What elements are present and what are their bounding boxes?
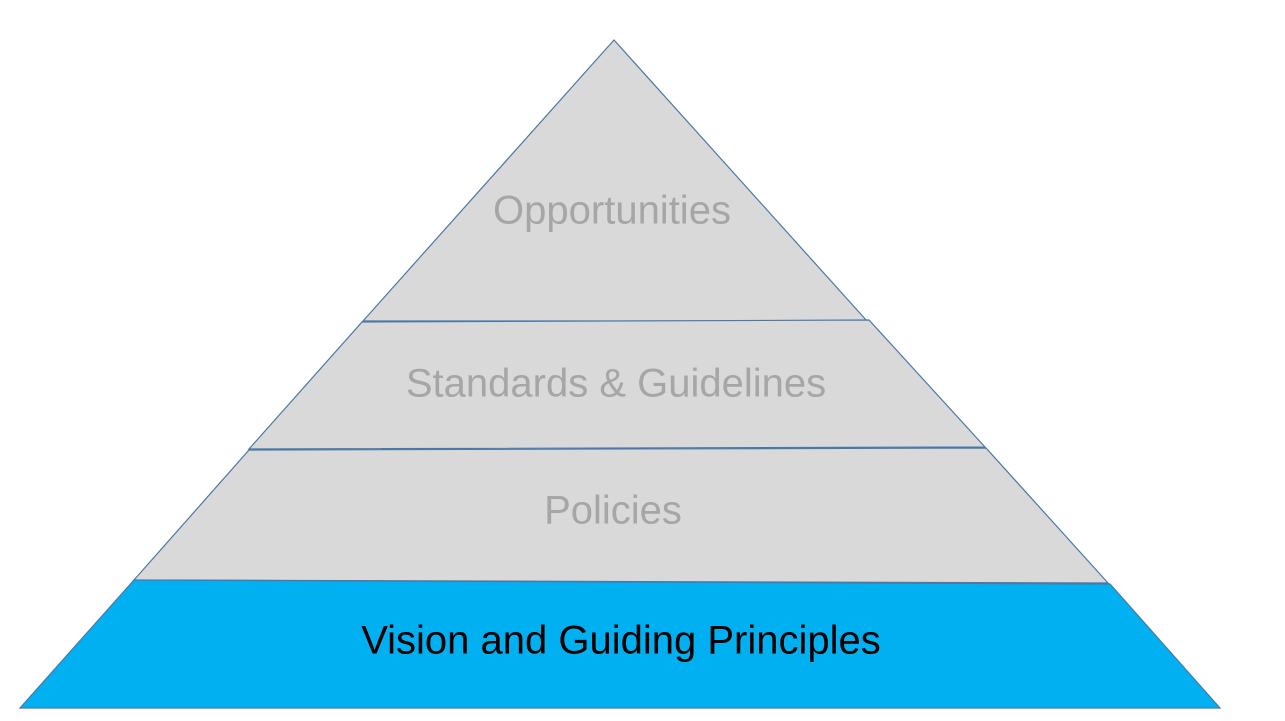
tier-standards-shape: [247, 319, 987, 450]
tier-standards-label: Standards & Guidelines: [406, 362, 826, 406]
tier-policies-label: Policies: [544, 489, 682, 533]
tier-policies-shape: [132, 447, 1110, 584]
tier-vision-shape: [18, 579, 1222, 709]
tier-opportunities-shape: [361, 39, 869, 322]
tier-opportunities-label: Opportunities: [493, 189, 731, 233]
tier-vision-label: Vision and Guiding Principles: [361, 619, 881, 663]
